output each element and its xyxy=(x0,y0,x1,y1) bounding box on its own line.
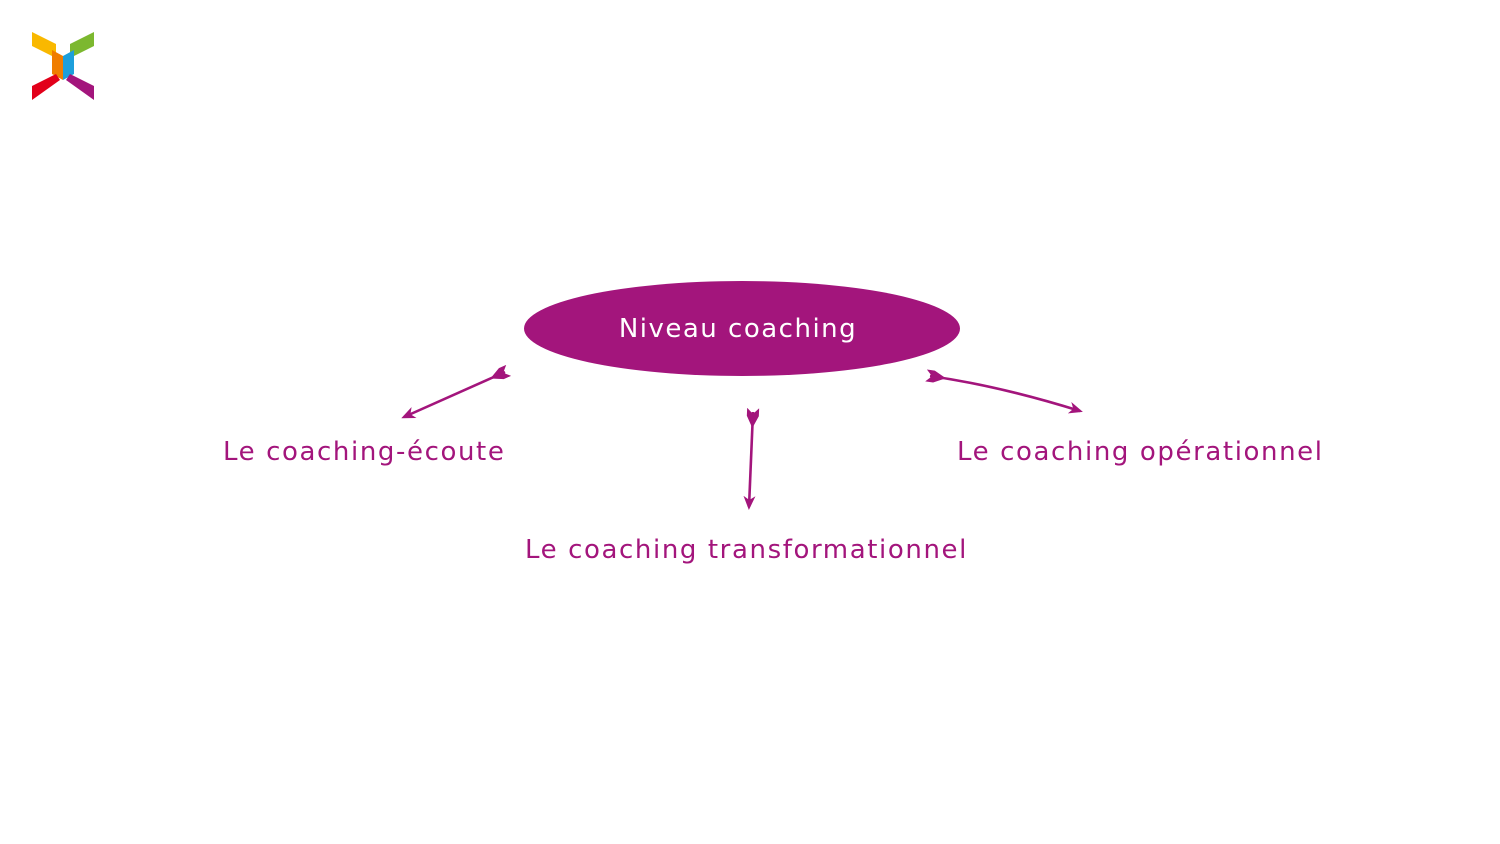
logo-orange-segment xyxy=(52,50,63,80)
center-node-label: Niveau coaching xyxy=(618,313,858,344)
logo-purple-segment xyxy=(66,74,94,100)
x-logo-icon xyxy=(32,32,94,100)
logo-yellow-segment xyxy=(32,32,56,58)
center-node-niveau-coaching: Niveau coaching xyxy=(524,281,960,376)
arrow-to-left-label xyxy=(401,364,512,419)
arrow-to-right-label xyxy=(925,369,1083,414)
logo-red-segment xyxy=(32,74,60,100)
label-coaching-transformationnel: Le coaching transformationnel xyxy=(525,535,968,565)
label-coaching-ecoute: Le coaching-écoute xyxy=(223,437,506,467)
label-coaching-operationnel: Le coaching opérationnel xyxy=(957,437,1324,467)
logo-green-segment xyxy=(70,32,94,58)
arrow-to-bottom-label xyxy=(743,407,760,510)
logo-blue-segment xyxy=(63,50,74,80)
